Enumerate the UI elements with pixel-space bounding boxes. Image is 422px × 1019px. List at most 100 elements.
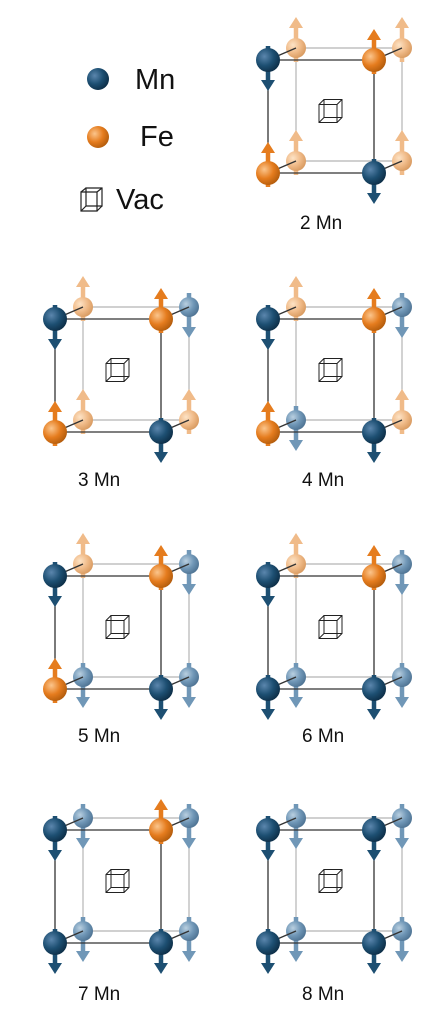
supercell-panel: 4 Mn — [256, 276, 412, 491]
fe-atom-front-top-right-sphere — [362, 307, 386, 331]
fe-atom-front-top-right — [362, 288, 386, 333]
supercell-label: 4 Mn — [302, 470, 344, 491]
legend: Mn Fe Vac — [80, 64, 175, 216]
mn-atom-front-top-left — [43, 305, 67, 350]
mn-atom-back-top-right-spin-arrowhead — [182, 838, 196, 849]
fe-atom-front-bottom-left — [256, 401, 280, 446]
mn-atom-front-top-left-spin-arrowhead — [48, 339, 62, 350]
mn-atom-front-bottom-left-spin-arrowhead — [261, 709, 275, 720]
supercell-panel: 7 Mn — [43, 799, 199, 1005]
fe-atom-back-top-right — [392, 17, 412, 62]
mn-atom-front-bottom-right — [149, 929, 173, 974]
mn-atom-front-top-left — [43, 562, 67, 607]
fe-atom-front-bottom-left-sphere — [43, 420, 67, 444]
mn-atom-front-bottom-left-spin-arrowhead — [261, 963, 275, 974]
mn-atom-front-bottom-left-sphere — [43, 931, 67, 955]
fe-atom-back-bottom-left — [286, 130, 306, 175]
mn-atom-front-bottom-right-spin-arrowhead — [367, 709, 381, 720]
supercell-label: 3 Mn — [78, 470, 120, 491]
mn-atom-front-top-left-sphere — [256, 307, 280, 331]
fe-atom-back-bottom-right — [392, 389, 412, 434]
fe-atom-back-top-left — [286, 276, 306, 321]
mn-atom-front-bottom-right-sphere — [149, 931, 173, 955]
vacancy-icon — [318, 615, 343, 639]
fe-atom-front-top-right-sphere — [362, 564, 386, 588]
mn-atom-front-bottom-right-sphere — [362, 677, 386, 701]
mn-atom-front-top-left — [256, 305, 280, 350]
mn-atom-back-top-right-spin-arrowhead — [182, 327, 196, 338]
mn-atom-front-top-left-spin-arrowhead — [48, 850, 62, 861]
fe-atom-front-bottom-left-sphere — [256, 161, 280, 185]
fe-atom-front-top-right-spin-arrowhead — [154, 288, 168, 299]
fe-atom-front-top-right-spin-arrowhead — [367, 545, 381, 556]
mn-atom-back-top-right — [392, 804, 412, 849]
fe-atom-front-top-right-sphere — [149, 564, 173, 588]
fe-atom-back-bottom-right — [392, 130, 412, 175]
mn-atom-front-bottom-right-spin-arrowhead — [367, 193, 381, 204]
mn-atom-back-top-right-spin-arrowhead — [182, 584, 196, 595]
fe-atom-front-bottom-left-sphere — [43, 677, 67, 701]
mn-atom-back-top-left-spin-arrowhead — [76, 838, 90, 849]
mn-atom-back-bottom-left — [286, 406, 306, 451]
legend-fe-swatch — [87, 126, 109, 148]
mn-atom-back-bottom-right-spin-arrowhead — [395, 697, 409, 708]
mn-atom-front-bottom-right-spin-arrowhead — [154, 963, 168, 974]
fe-atom-back-bottom-left — [73, 389, 93, 434]
mn-atom-back-top-left — [73, 804, 93, 849]
mn-atom-back-top-left-spin-arrowhead — [289, 838, 303, 849]
supercell-label: 7 Mn — [78, 984, 120, 1005]
fe-atom-back-top-right-spin-arrowhead — [395, 17, 409, 28]
supercell-label: 5 Mn — [78, 726, 120, 747]
mn-atom-front-bottom-left — [43, 929, 67, 974]
legend-mn-swatch — [87, 68, 109, 90]
supercell-panel: 3 Mn — [43, 276, 199, 491]
mn-atom-front-top-right-spin-arrowhead — [367, 850, 381, 861]
mn-atom-back-top-right-spin-arrowhead — [395, 838, 409, 849]
vacancy-icon — [318, 99, 343, 123]
supercell-label: 6 Mn — [302, 726, 344, 747]
mn-atom-back-bottom-right-spin-arrowhead — [395, 951, 409, 962]
fe-atom-front-top-right — [362, 545, 386, 590]
fe-atom-back-bottom-right-spin-arrowhead — [182, 389, 196, 400]
fe-atom-front-top-right-spin-arrowhead — [154, 799, 168, 810]
mn-atom-front-top-left-spin-arrowhead — [261, 596, 275, 607]
mn-atom-back-bottom-left — [73, 917, 93, 962]
fe-atom-front-top-right-sphere — [149, 307, 173, 331]
mn-atom-front-bottom-right-sphere — [149, 420, 173, 444]
fe-atom-back-bottom-left-spin-arrowhead — [289, 130, 303, 141]
mn-atom-front-top-left-spin-arrowhead — [261, 850, 275, 861]
legend-mn-label: Mn — [135, 64, 175, 96]
mn-atom-front-top-left-sphere — [43, 564, 67, 588]
mn-atom-back-bottom-right — [392, 917, 412, 962]
vac-icon — [80, 187, 103, 212]
mn-atom-front-top-left-sphere — [256, 48, 280, 72]
mn-atom-back-bottom-left — [73, 663, 93, 708]
supercell-panel: 8 Mn — [256, 804, 412, 1005]
fe-atom-back-top-left-spin-arrowhead — [76, 533, 90, 544]
supercell-panel: 5 Mn — [43, 533, 199, 747]
fe-atom-front-bottom-left — [43, 658, 67, 703]
mn-atom-front-top-left — [256, 46, 280, 91]
vacancy-icon — [105, 869, 130, 893]
mn-atom-front-top-left — [43, 816, 67, 861]
fe-atom-back-top-left-spin-arrowhead — [289, 533, 303, 544]
mn-atom-front-bottom-right-spin-arrowhead — [154, 709, 168, 720]
fe-atom-front-bottom-left-spin-arrowhead — [48, 401, 62, 412]
legend-fe-label: Fe — [140, 121, 174, 153]
mn-atom-front-bottom-right-spin-arrowhead — [154, 452, 168, 463]
mn-atom-front-bottom-left-spin-arrowhead — [48, 963, 62, 974]
fe-atom-back-top-left-spin-arrowhead — [289, 17, 303, 28]
fe-atom-back-top-left — [286, 17, 306, 62]
mn-atom-back-bottom-right-spin-arrowhead — [182, 951, 196, 962]
fe-atom-back-top-left — [73, 276, 93, 321]
supercell-panel: 6 Mn — [256, 533, 412, 747]
mn-atom-front-top-left-sphere — [256, 564, 280, 588]
mn-atom-front-bottom-right — [362, 418, 386, 463]
vacancy-icon — [318, 358, 343, 382]
mn-atom-back-bottom-right — [392, 663, 412, 708]
fe-atom-back-top-left-spin-arrowhead — [289, 276, 303, 287]
mn-atom-back-bottom-left — [286, 917, 306, 962]
fe-atom-back-top-left — [286, 533, 306, 578]
mn-atom-back-top-right — [179, 293, 199, 338]
